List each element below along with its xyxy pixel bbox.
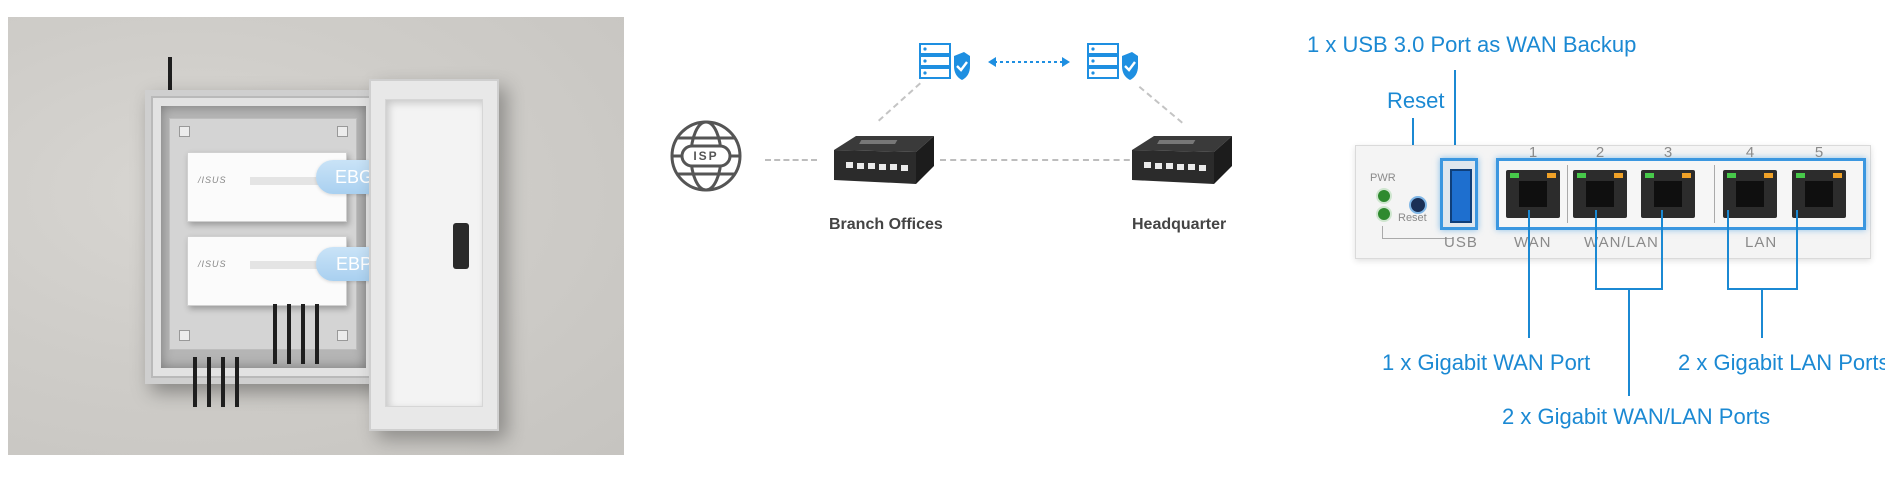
pwr-text: PWR xyxy=(1370,172,1396,184)
wan-leader-line xyxy=(1528,210,1530,338)
wanlan-leader-right xyxy=(1661,210,1663,290)
door-latch-icon xyxy=(453,223,469,269)
screw-icon xyxy=(179,126,190,137)
ethernet-cable xyxy=(273,304,277,364)
device-logo: /ISUS xyxy=(198,259,227,269)
ethernet-cable xyxy=(287,304,291,364)
device-logo: /ISUS xyxy=(198,175,227,185)
screw-icon xyxy=(337,126,348,137)
port-number-1: 1 xyxy=(1528,144,1538,161)
gigabit-wan-label: 1 x Gigabit WAN Port xyxy=(1382,350,1591,375)
ethernet-port-icon xyxy=(1792,170,1846,218)
usb-backup-label: 1 x USB 3.0 Port as WAN Backup xyxy=(1307,32,1637,57)
usb-port-icon xyxy=(1440,158,1478,230)
screw-icon xyxy=(179,330,190,341)
ethernet-port-group xyxy=(1496,158,1866,230)
status-led-icon xyxy=(1376,206,1392,222)
ethernet-port-icon xyxy=(1641,170,1695,218)
lan-leader-stem xyxy=(1761,288,1763,338)
cabinet-photo: /ISUS /ISUS EBG15 EBP15 xyxy=(8,17,624,455)
ethernet-port-icon xyxy=(1573,170,1627,218)
wanlan-leader-left xyxy=(1595,210,1597,290)
lan-text: LAN xyxy=(1745,234,1778,251)
port-number-5: 5 xyxy=(1814,144,1824,161)
wan-text: WAN xyxy=(1514,234,1552,251)
device-nameplate xyxy=(250,177,336,185)
usb-bracket xyxy=(1382,226,1453,239)
door-panel xyxy=(385,99,483,407)
wanlan-text: WAN/LAN xyxy=(1584,234,1659,251)
pwr-led-icon xyxy=(1376,188,1392,204)
link-isp-branch xyxy=(765,159,817,161)
reset-text: Reset xyxy=(1398,212,1427,224)
switch-device-icon xyxy=(826,132,938,196)
switch-device-icon xyxy=(1124,132,1236,196)
wanlan-leader-stem xyxy=(1628,288,1630,396)
screw-icon xyxy=(337,330,348,341)
globe-icon xyxy=(668,118,744,194)
link-hq-server xyxy=(1138,86,1183,124)
branch-offices-label: Branch Offices xyxy=(829,216,943,233)
gigabit-lan-label: 2 x Gigabit LAN Ports xyxy=(1678,350,1885,375)
ethernet-cable xyxy=(207,357,211,407)
usb-text: USB xyxy=(1444,234,1478,251)
router-front-panel: PWR Reset USB 1 2 3 4 5 WAN WAN/LAN LAN xyxy=(1355,144,1871,259)
link-branch-hq xyxy=(940,159,1140,161)
ethernet-cable xyxy=(193,357,197,407)
lan-leader-left xyxy=(1727,210,1729,290)
cabinet-door xyxy=(369,79,499,431)
ethernet-cable xyxy=(301,304,305,364)
port-number-4: 4 xyxy=(1745,144,1755,161)
reset-label: Reset xyxy=(1387,88,1445,113)
mounting-plate: /ISUS /ISUS xyxy=(169,118,357,364)
reset-button[interactable] xyxy=(1409,196,1427,214)
gigabit-wanlan-label: 2 x Gigabit WAN/LAN Ports xyxy=(1502,404,1771,429)
server-shield-icon xyxy=(1086,42,1140,82)
port-number-2: 2 xyxy=(1595,144,1605,161)
cabinet-enclosure: /ISUS /ISUS xyxy=(145,90,382,384)
link-branch-server xyxy=(878,82,921,122)
headquarter-label: Headquarter xyxy=(1132,216,1227,233)
ethernet-port-icon xyxy=(1506,170,1560,218)
port-number-3: 3 xyxy=(1663,144,1673,161)
ethernet-cable xyxy=(315,304,319,364)
server-shield-icon xyxy=(918,42,972,82)
cabinet-interior: /ISUS /ISUS xyxy=(161,106,366,368)
lan-leader-right xyxy=(1796,210,1798,290)
device-nameplate xyxy=(250,261,336,269)
ethernet-port-icon xyxy=(1723,170,1777,218)
isp-label: ISP xyxy=(693,149,719,163)
ethernet-cable xyxy=(235,357,239,407)
ethernet-cable xyxy=(221,357,225,407)
sync-arrow-icon xyxy=(986,55,1072,69)
usb-leader-line xyxy=(1454,70,1456,158)
